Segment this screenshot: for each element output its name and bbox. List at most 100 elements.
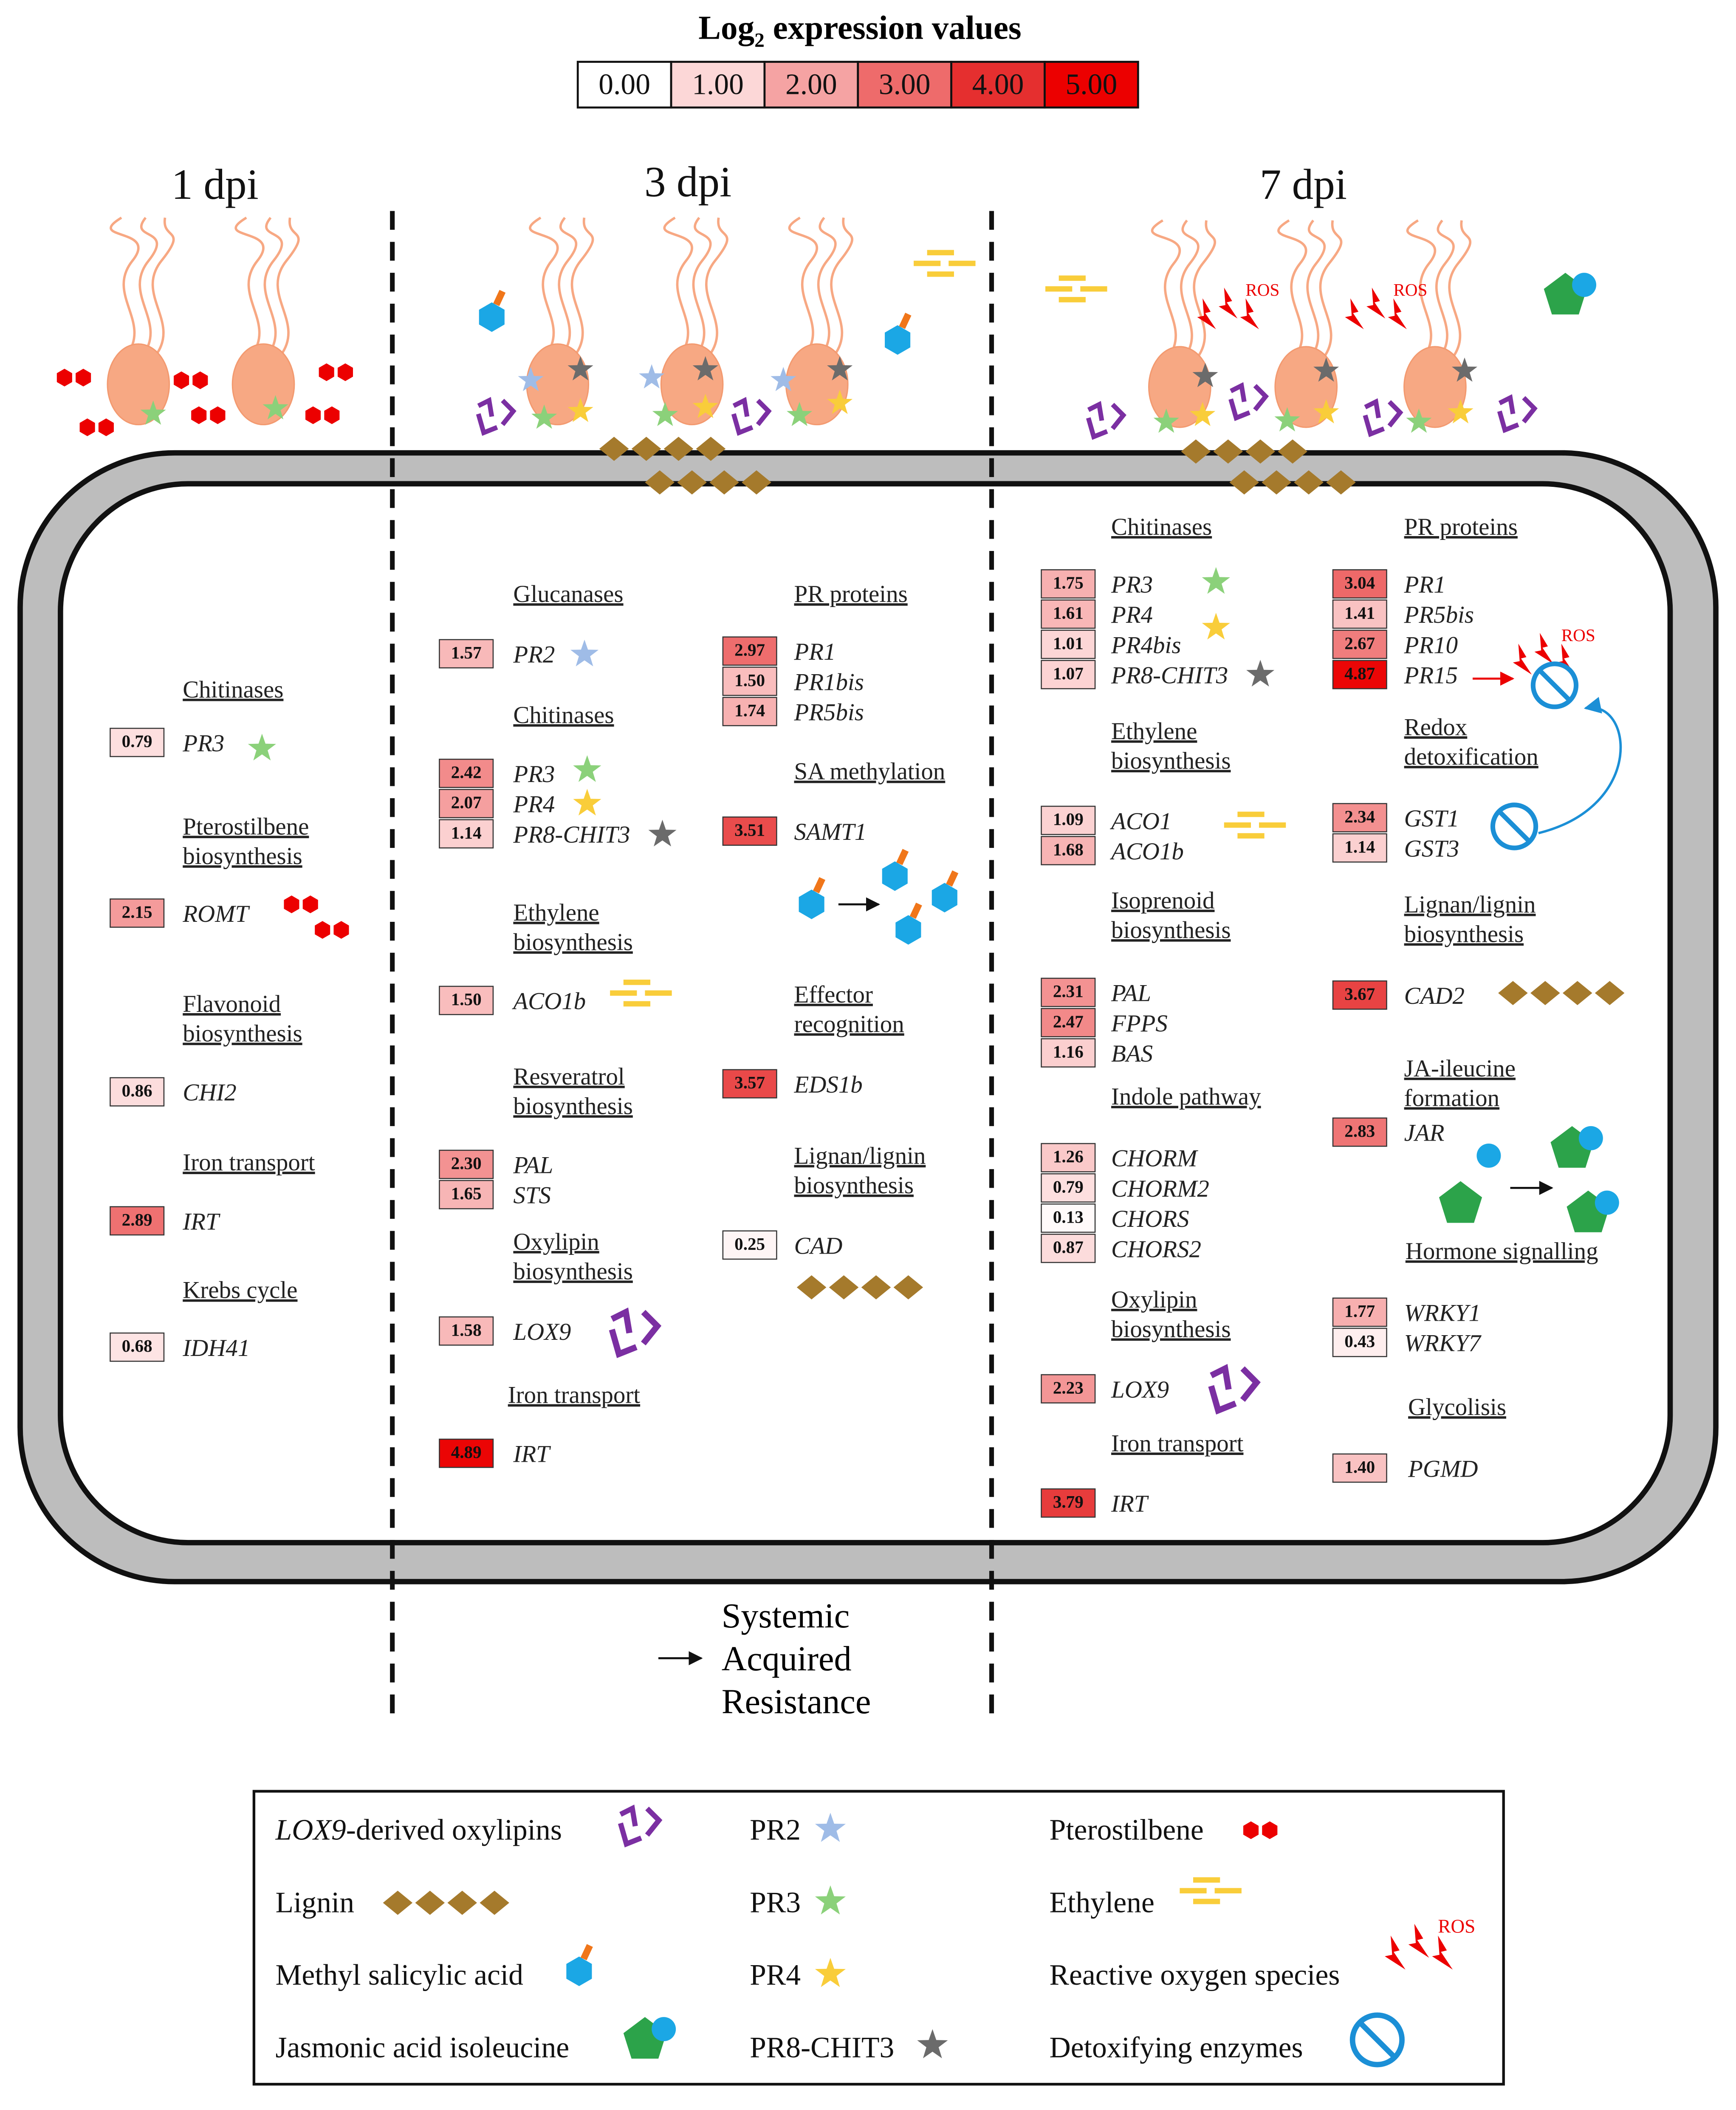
value-cell bbox=[1041, 1203, 1096, 1233]
gene-name: PR1 bbox=[1404, 571, 1446, 598]
legend-ja-ile-label: Jasmonic acid isoleucine bbox=[275, 2031, 569, 2064]
ros-icon: ROS bbox=[1197, 280, 1279, 330]
section-header: PR proteins bbox=[1404, 514, 1518, 540]
oxylipin-icon bbox=[1086, 401, 1126, 440]
value-cell bbox=[439, 1316, 494, 1346]
value-label: 1.57 bbox=[451, 643, 482, 662]
bacteria-layer bbox=[107, 217, 1471, 428]
value-label: 4.87 bbox=[1344, 664, 1375, 683]
value-label: 0.68 bbox=[122, 1336, 152, 1356]
gene-name: PR10 bbox=[1404, 632, 1458, 658]
section-header: Iron transport bbox=[1111, 1430, 1244, 1457]
value-cell bbox=[439, 1180, 494, 1209]
legend-pr4-label: PR4 bbox=[750, 1959, 801, 1991]
section-header: biosynthesis bbox=[513, 929, 632, 955]
ja-isoleucine-icon bbox=[1544, 273, 1597, 315]
section-header: Chitinases bbox=[183, 676, 283, 703]
ethylene-icon bbox=[1224, 811, 1286, 839]
legend: LOX9-derived oxylipins Lignin Methyl sal… bbox=[275, 1805, 1475, 2068]
gene-name: PAL bbox=[1111, 980, 1151, 1007]
value-cell bbox=[722, 1069, 777, 1099]
detox-arrow bbox=[1538, 697, 1622, 835]
scale-cell bbox=[670, 61, 766, 109]
value-cell bbox=[722, 697, 777, 726]
gene-name: PR8-CHIT3 bbox=[1111, 662, 1228, 689]
value-label: 1.61 bbox=[1053, 603, 1084, 623]
sar-line-2: Acquired bbox=[722, 1639, 852, 1678]
value-cell bbox=[1332, 1328, 1387, 1357]
value-cell bbox=[1041, 836, 1096, 865]
gene-name: PR5bis bbox=[794, 699, 864, 726]
value-label: 4.89 bbox=[451, 1442, 482, 1462]
section-header: PR proteins bbox=[794, 581, 908, 607]
value-cell bbox=[1041, 1038, 1096, 1068]
gene-name: CHI2 bbox=[183, 1079, 237, 1106]
value-cell bbox=[439, 758, 494, 788]
bacterium bbox=[526, 217, 594, 426]
legend-pr8-label: PR8-CHIT3 bbox=[750, 2031, 894, 2064]
sar-line-1: Systemic bbox=[722, 1596, 850, 1635]
legend-pr2-label: PR2 bbox=[750, 1814, 801, 1847]
ethylene-icon bbox=[610, 980, 672, 1007]
value-label: 2.15 bbox=[122, 902, 152, 921]
value-label: 2.34 bbox=[1344, 807, 1375, 826]
ros-label: ROS bbox=[1438, 1915, 1475, 1937]
pterostilbene-icon bbox=[174, 371, 208, 390]
value-label: 1.75 bbox=[1053, 573, 1084, 592]
ros-icon: ROS bbox=[1345, 280, 1427, 330]
gene-name: PR3 bbox=[513, 761, 555, 788]
value-cell bbox=[722, 816, 777, 846]
value-cell bbox=[439, 1438, 494, 1468]
section-header: JA-ileucine bbox=[1404, 1055, 1516, 1082]
value-cell bbox=[439, 789, 494, 819]
value-label: 0.86 bbox=[122, 1081, 152, 1100]
gene-name: GST3 bbox=[1404, 836, 1459, 862]
value-label: 3.04 bbox=[1344, 573, 1375, 592]
scale-label: 2.00 bbox=[785, 68, 837, 101]
methyl-salicylic-acid-icon bbox=[799, 877, 826, 919]
section-header: Glucanases bbox=[513, 581, 623, 607]
gene-name: GST1 bbox=[1404, 805, 1459, 832]
gene-name: LOX9 bbox=[513, 1319, 571, 1345]
value-label: 0.25 bbox=[734, 1234, 765, 1254]
legend-pterostilbene-label: Pterostilbene bbox=[1050, 1814, 1204, 1847]
ethylene-icon bbox=[1180, 1877, 1242, 1904]
gene-name: IRT bbox=[182, 1208, 221, 1235]
value-cell bbox=[1332, 599, 1387, 629]
value-label: 3.57 bbox=[734, 1073, 765, 1092]
section-header: biosynthesis bbox=[513, 1093, 632, 1119]
value-cell bbox=[1332, 980, 1387, 1010]
section-header: biosynthesis bbox=[794, 1172, 914, 1199]
ja-isoleucine-icon bbox=[623, 2017, 676, 2059]
value-label: 2.47 bbox=[1053, 1011, 1084, 1031]
pterostilbene-icon bbox=[305, 406, 340, 424]
gene-name: IRT bbox=[513, 1441, 551, 1468]
gene-name: ACO1b bbox=[511, 988, 586, 1015]
section-header: biosynthesis bbox=[1111, 747, 1231, 774]
scale-title: Log2 expression values bbox=[698, 10, 1021, 52]
value-cell bbox=[1332, 1297, 1387, 1327]
gene-name: PR3 bbox=[1111, 571, 1153, 598]
value-cell bbox=[1041, 660, 1096, 689]
section-header: formation bbox=[1404, 1085, 1499, 1111]
section-header: Krebs cycle bbox=[183, 1277, 297, 1304]
ros-label: ROS bbox=[1561, 625, 1595, 645]
value-cell bbox=[722, 636, 777, 666]
section-header: Chitinases bbox=[1111, 514, 1212, 540]
section-header: Glycolisis bbox=[1408, 1394, 1506, 1421]
value-label: 1.68 bbox=[1053, 839, 1084, 859]
value-label: 3.51 bbox=[734, 820, 765, 840]
gene-name: ACO1b bbox=[1109, 838, 1184, 865]
section-header: SA methylation bbox=[794, 758, 946, 785]
gene-name: LOX9 bbox=[1111, 1376, 1169, 1403]
section-header: Iron transport bbox=[508, 1381, 641, 1408]
section-header: detoxification bbox=[1404, 743, 1538, 770]
gene-name: PR4 bbox=[513, 791, 555, 818]
oxylipin-icon bbox=[1208, 1364, 1261, 1415]
scale-label: 4.00 bbox=[972, 68, 1024, 101]
ethylene-icon bbox=[1045, 275, 1107, 302]
value-label: 0.79 bbox=[122, 732, 152, 751]
value-label: 1.58 bbox=[451, 1320, 482, 1339]
gene-name: CAD bbox=[794, 1232, 843, 1259]
gene-name: WRKY7 bbox=[1404, 1330, 1482, 1357]
